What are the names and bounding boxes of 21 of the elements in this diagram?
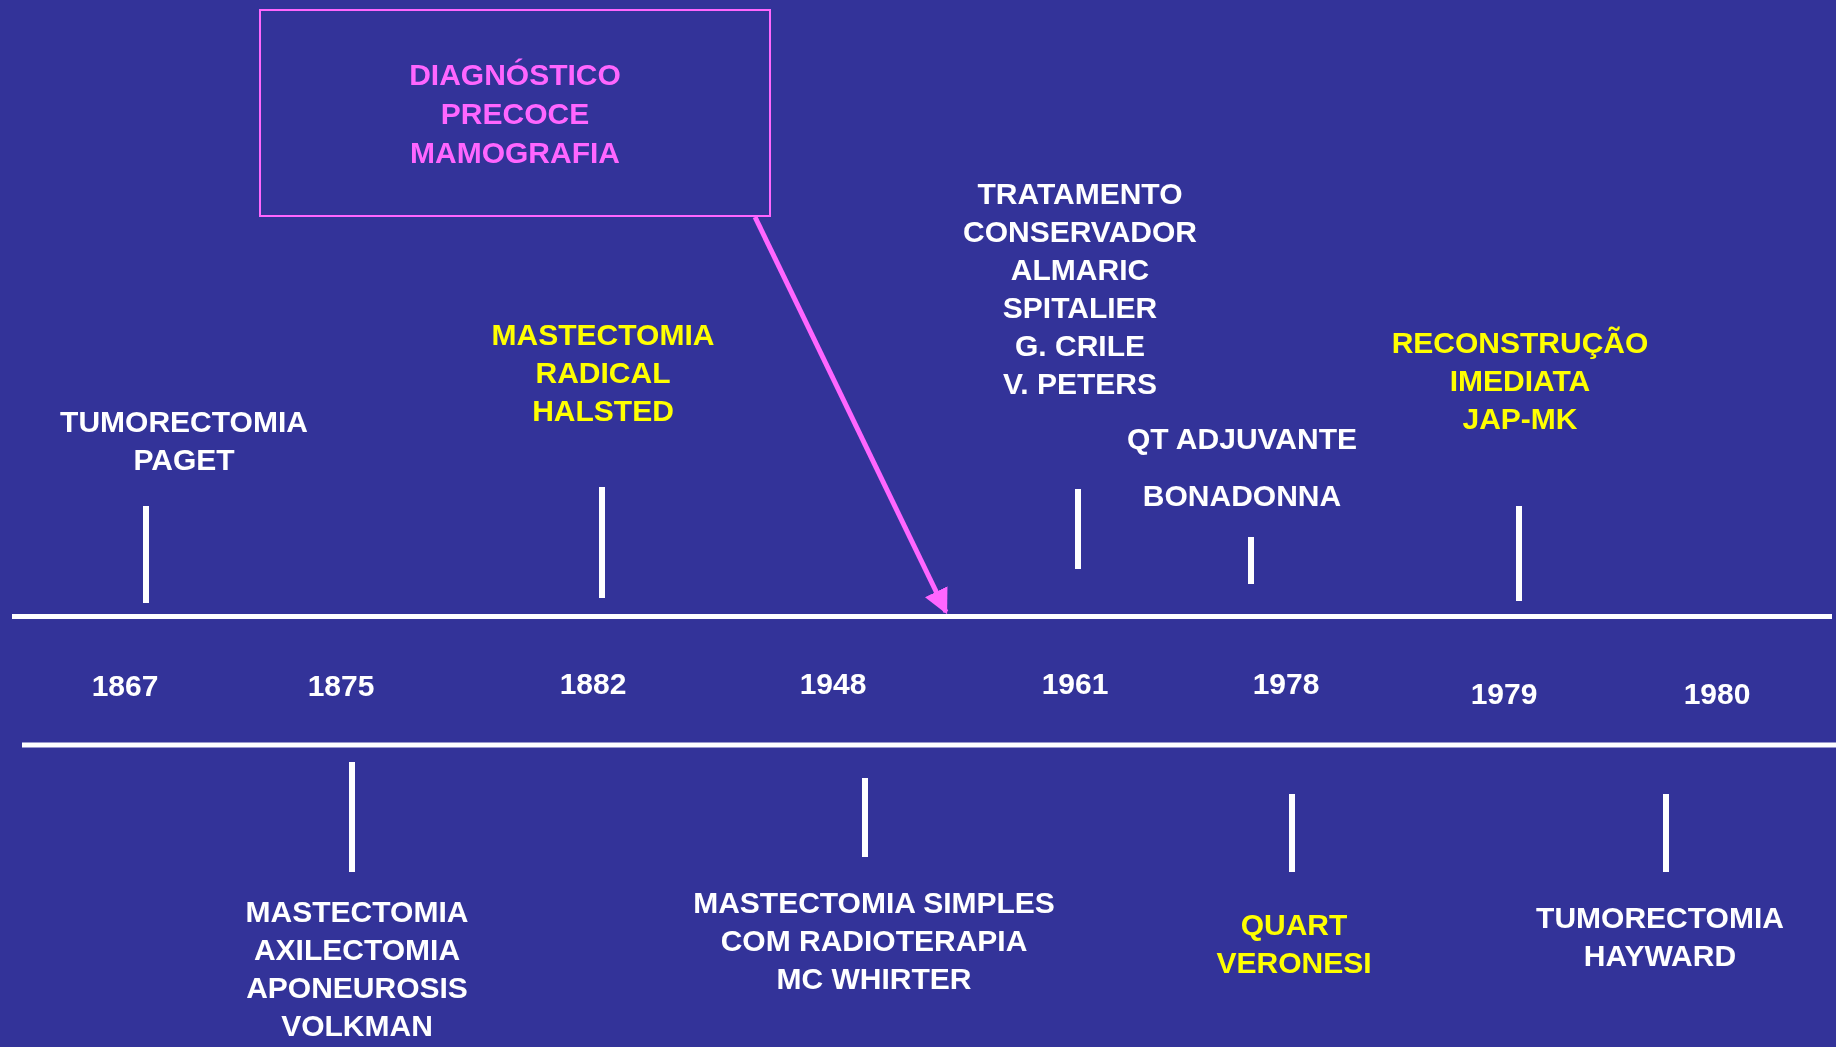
event-label: QUART VERONESI	[1216, 907, 1372, 981]
event-label: RECONSTRUÇÃO IMEDIATA JAP-MK	[1391, 325, 1649, 437]
event-label: TRATAMENTO CONSERVADOR ALMARIC SPITALIER G. CRILE V. PETERS	[963, 176, 1197, 402]
callout-box	[259, 9, 771, 217]
event-label: BONADONNA	[1142, 478, 1342, 514]
arrow	[752, 215, 949, 615]
box-text: DIAGNÓSTICO PRECOCE MAMOGRAFIA	[409, 56, 621, 171]
event-label: TUMORECTOMIA PAGET	[60, 404, 308, 478]
year-label: 1882	[559, 666, 627, 702]
year-label: 1867	[91, 668, 159, 704]
year-label: 1948	[799, 666, 867, 702]
event-label: TUMORECTOMIA HAYWARD	[1536, 900, 1784, 974]
year-label: 1979	[1470, 676, 1538, 712]
year-label: 1978	[1252, 666, 1320, 702]
year-label: 1875	[307, 668, 375, 704]
event-label: QT ADJUVANTE	[1127, 421, 1357, 457]
event-label: MASTECTOMIA SIMPLES COM RADIOTERAPIA MC WHIRTER	[693, 885, 1055, 997]
year-label: 1980	[1683, 676, 1751, 712]
year-label: 1961	[1041, 666, 1109, 702]
event-label: MASTECTOMIA AXILECTOMIA APONEUROSIS VOLKMAN	[245, 894, 469, 1044]
event-label: MASTECTOMIA RADICAL HALSTED	[491, 317, 715, 429]
